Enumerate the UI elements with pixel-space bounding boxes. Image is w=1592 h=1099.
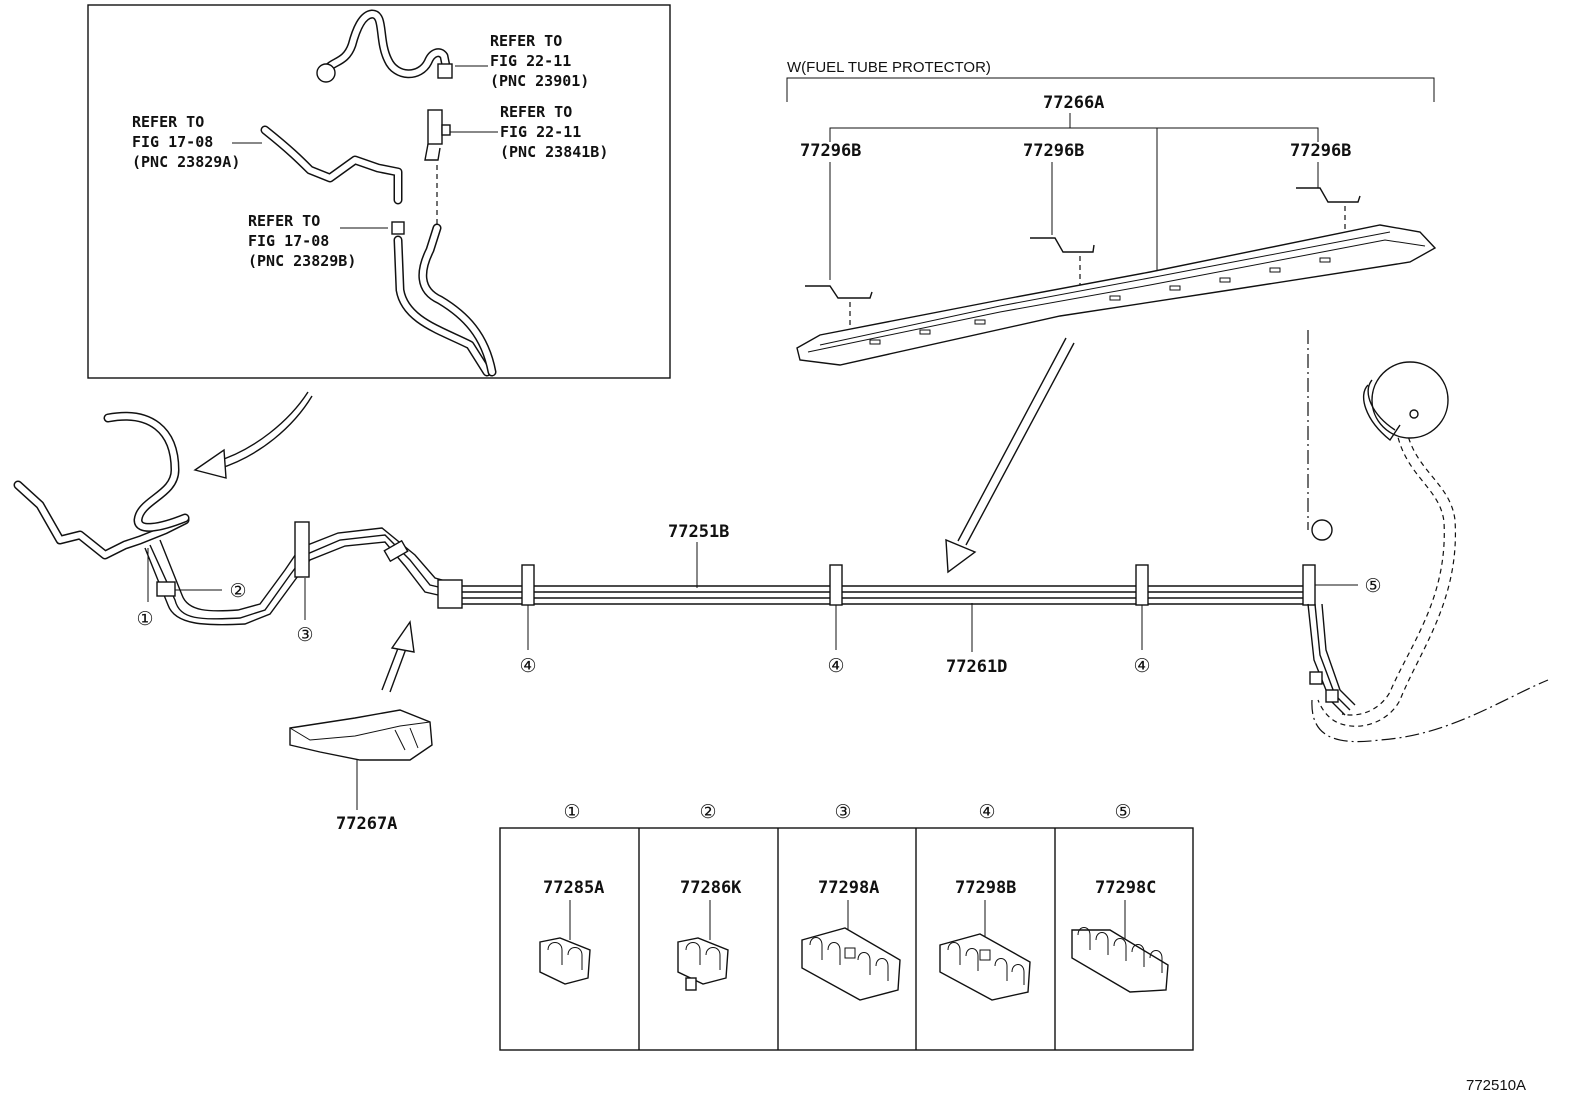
ref-23901-line1: REFER TO [490, 32, 562, 50]
clamp-table: ① ② ③ ④ ⑤ 77285A 77286K 77298A 77298B 77… [499, 802, 1194, 1051]
filler-opening [1371, 361, 1449, 439]
protector-title: W(FUEL TUBE PROTECTOR) [787, 59, 991, 76]
callout-4c: ④ [1133, 656, 1150, 677]
ref-23901-line2: FIG 22-11 [490, 52, 571, 70]
bracket-label-3: 77296B [1290, 141, 1351, 161]
clamp-77298c-icon [1071, 927, 1169, 993]
clip-part-icon [427, 109, 443, 145]
tank-outline [1317, 419, 1457, 727]
clamp-num-2: ② [699, 802, 716, 823]
clamp-5-on-tube [1302, 564, 1316, 606]
clamp-part-77298b: 77298B [955, 878, 1016, 898]
figure-id: 772510A [1466, 1077, 1526, 1094]
bracket-77296b-1 [805, 285, 873, 299]
cover-77267a: 77267A [289, 620, 433, 834]
inset-frame [87, 4, 671, 379]
clamp-77286k-icon [677, 937, 729, 991]
protector-bracket [786, 77, 1435, 102]
clamp-4a-on-tube [521, 564, 535, 606]
clamp-num-5: ⑤ [1114, 802, 1131, 823]
callout-5: ⑤ [1364, 576, 1381, 597]
callout-1: ① [136, 609, 153, 630]
tube-label-77251b: 77251B [668, 522, 729, 542]
clamp-part-77298c: 77298C [1095, 878, 1156, 898]
protector-channel [796, 224, 1437, 366]
inset-arrow-icon [193, 391, 313, 479]
hose-connector [437, 63, 453, 79]
inset-detail: REFER TO FIG 22-11 (PNC 23901) REFER TO … [87, 4, 671, 379]
ref-23841b-line2: FIG 22-11 [500, 123, 581, 141]
tank-body-outline [1311, 679, 1549, 743]
callout-4b: ④ [827, 656, 844, 677]
clamp-3-on-tube [294, 521, 310, 578]
ref-23829a-line2: FIG 17-08 [132, 133, 213, 151]
ref-23901-line3: (PNC 23901) [490, 72, 589, 90]
clamp-table-frame [499, 827, 1194, 1051]
ref-23829b-line1: REFER TO [248, 212, 320, 230]
clamp-num-3: ③ [834, 802, 851, 823]
ref-23829b-line2: FIG 17-08 [248, 232, 329, 250]
ref-23829b-line3: (PNC 23829B) [248, 252, 356, 270]
clamp-77285a-icon [539, 937, 591, 985]
clamp-4b-on-tube [829, 564, 843, 606]
fuel-tube-protector: W(FUEL TUBE PROTECTOR) 77266A 77296B 772… [786, 59, 1437, 366]
ref-23829a-line3: (PNC 23829A) [132, 153, 240, 171]
clamp-num-4: ④ [978, 802, 995, 823]
bracket-77296b-2 [1030, 237, 1095, 253]
callouts: ① ② ③ ④ ④ ④ ⑤ 77251B 77261D [136, 522, 1381, 677]
clamp-1-on-tube [156, 581, 176, 597]
tube-joint [437, 579, 463, 609]
clamp-num-1: ① [563, 802, 580, 823]
clamp-77298b-icon [939, 933, 1031, 1001]
callout-2: ② [229, 581, 246, 602]
main-fuel-tubes [13, 330, 1549, 743]
clamp-77298a-icon [801, 927, 901, 1001]
protector-part-77266a: 77266A [1043, 93, 1104, 113]
cover-arrow-icon [381, 620, 415, 693]
bracket-label-1: 77296B [800, 141, 861, 161]
tube-label-77261d: 77261D [946, 657, 1007, 677]
bracket-label-2: 77296B [1023, 141, 1084, 161]
filler-cap-icon [316, 63, 336, 83]
ref-23841b-line3: (PNC 23841B) [500, 143, 608, 161]
protector-arrow-icon [945, 337, 1075, 574]
clamp-part-77298a: 77298A [818, 878, 879, 898]
ref-23829a-line1: REFER TO [132, 113, 204, 131]
bracket-77296b-3 [1296, 187, 1361, 203]
small-connector [391, 221, 405, 235]
clamp-part-77285a: 77285A [543, 878, 604, 898]
clamp-part-77286k: 77286K [680, 878, 742, 898]
ref-23841b-line1: REFER TO [500, 103, 572, 121]
cover-part-label: 77267A [336, 814, 397, 834]
callout-4a: ④ [519, 656, 536, 677]
clamp-4c-on-tube [1135, 564, 1149, 606]
callout-3: ③ [296, 625, 313, 646]
